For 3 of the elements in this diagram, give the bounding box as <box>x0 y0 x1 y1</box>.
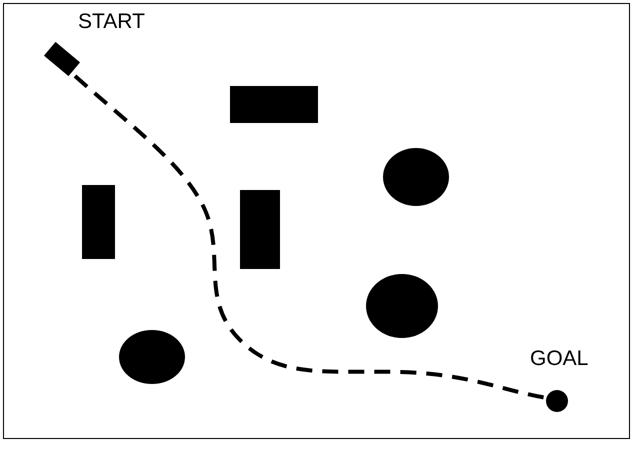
point-label: START <box>78 10 145 34</box>
goal-dot <box>546 390 568 412</box>
point-label: GOAL <box>530 347 588 371</box>
